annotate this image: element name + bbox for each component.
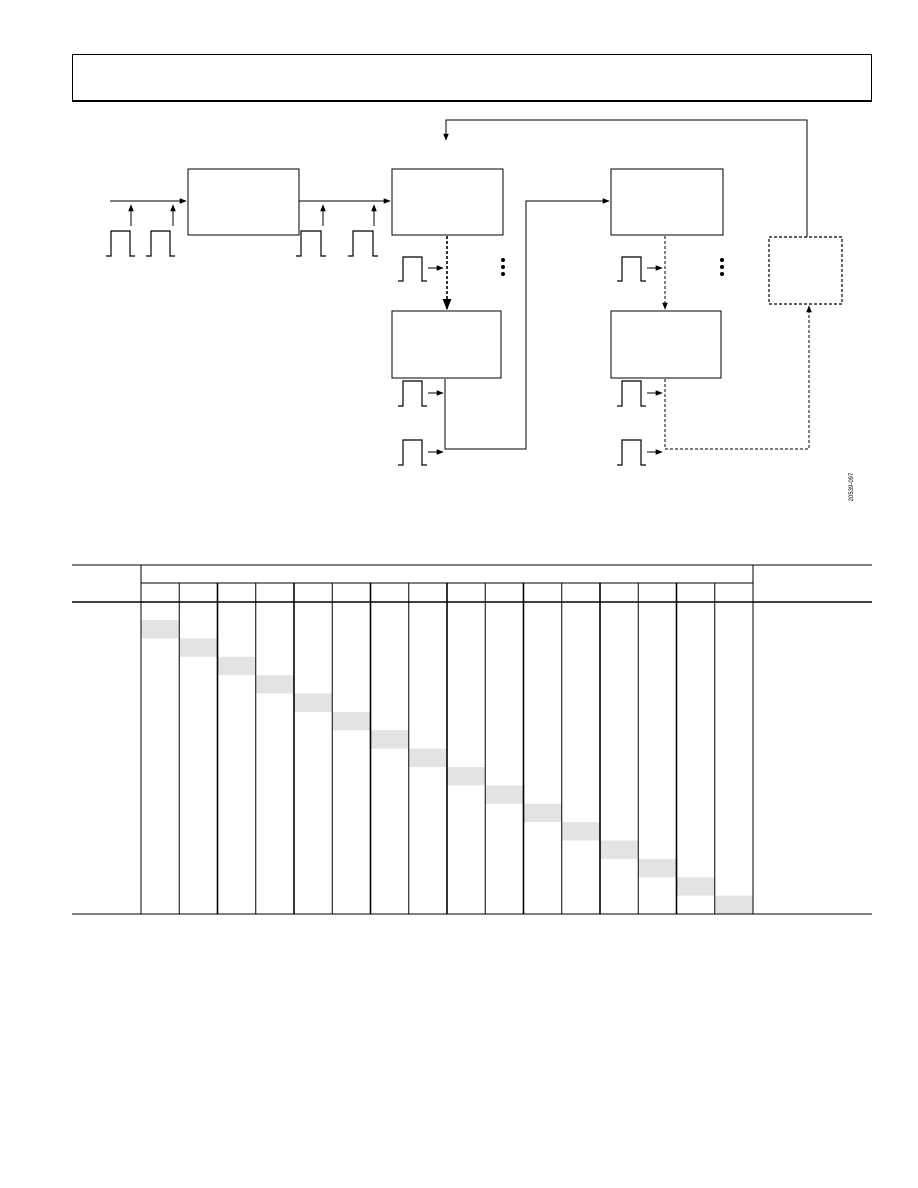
table-cell-highlight [294,693,332,712]
table-cell-highlight [562,822,600,841]
continuation-dot [720,265,724,269]
table-cell-highlight [524,803,562,823]
continuation-dot [501,265,505,269]
block-6-dashed [768,236,843,305]
pulse-icon [617,256,646,282]
continuation-dot [720,258,724,262]
table-cell-highlight [485,785,523,804]
block-3 [391,310,502,379]
pulse-icon [296,230,326,257]
table-cell-highlight [600,840,638,859]
table-cell-highlight [141,620,179,639]
pulse-icon [398,256,427,282]
pulse-icon [398,439,427,466]
feedback-line [443,119,808,237]
block3-to-block4-line [444,198,610,450]
block-5 [610,310,722,379]
table-cell-highlight [256,675,294,694]
pulse-icon [348,230,378,257]
pulse-icon [398,380,427,407]
table-cell-highlight [715,895,753,914]
block-1 [187,168,300,236]
continuation-dot [720,272,724,276]
table-cell-highlight [371,730,409,749]
pulse-icon [617,439,646,466]
block-2 [391,168,504,236]
page-header-box [72,54,872,102]
table-cell-highlight [638,858,676,878]
pulse-icon [617,380,646,407]
table-cell-highlight [409,748,447,767]
table-cell-highlight [447,767,485,786]
table-cell-highlight [218,656,256,676]
pulse-icon [106,230,135,257]
block-diagram: 20539-097 [106,119,855,501]
table-cell-highlight [677,877,715,896]
continuation-dot [501,258,505,262]
continuation-dot [501,272,505,276]
diagonal-shading [141,620,753,914]
table-cell-highlight [179,638,217,657]
block-4 [610,168,724,236]
figure-id: 20539-097 [849,472,855,501]
table-cell-highlight [332,711,370,731]
table-grid [72,564,872,915]
block5-to-block6-dashed [664,305,812,450]
pulse-icon [146,230,175,257]
